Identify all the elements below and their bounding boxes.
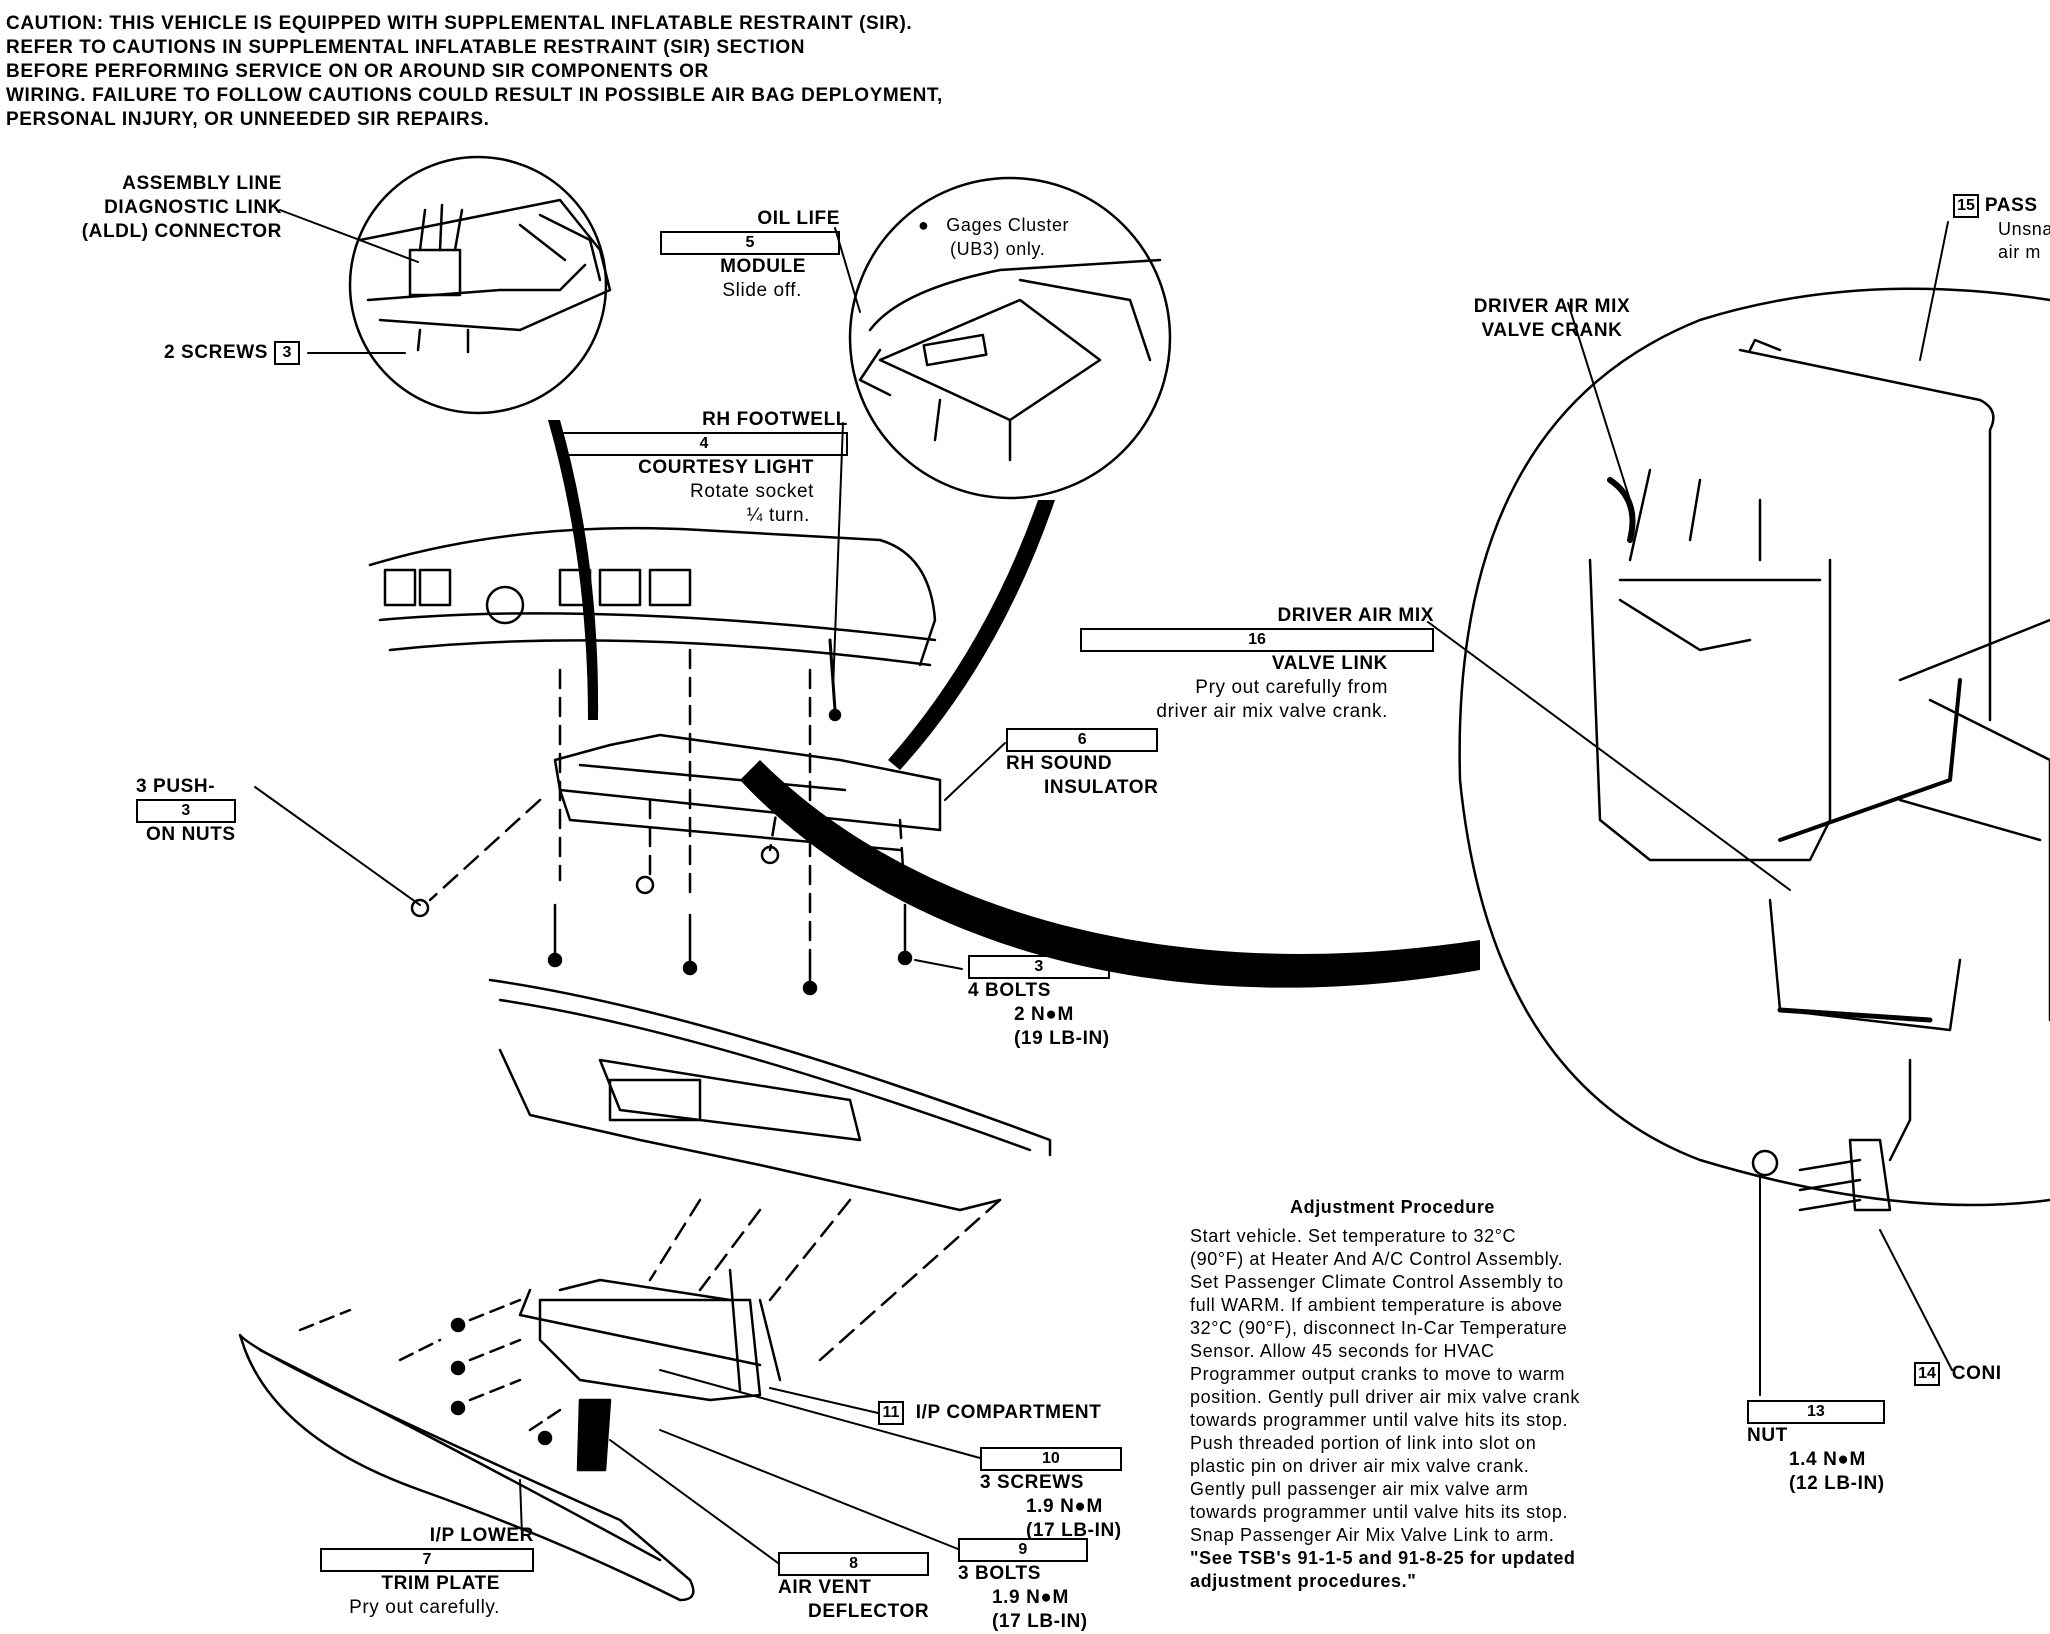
note-gages-ub3: (UB3) only.: [950, 239, 1046, 259]
callout-3-bolts: 9 3 BOLTS 1.9 N●M (17 LB-IN): [958, 1538, 1088, 1634]
callout-rh-sound-insulator: 6 RH SOUND INSULATOR: [1006, 728, 1159, 800]
ref-number: 16: [1080, 628, 1434, 652]
ref-number: 3: [136, 799, 236, 823]
ref-number: 5: [660, 231, 840, 255]
callout-rh-footwell-light: RH FOOTWELL 4 COURTESY LIGHT Rotate sock…: [560, 408, 848, 528]
air-mix-detail-circle: [1458, 287, 2050, 1207]
air-mix-detail-band: [740, 760, 1480, 988]
note-gages-cluster: ● Gages Cluster: [918, 215, 1070, 235]
ref-number: 4: [560, 432, 848, 456]
ip-lower-trim-plate: [238, 1308, 695, 1602]
ref-number: 10: [980, 1447, 1122, 1471]
adjustment-procedure-title: Adjustment Procedure: [1290, 1197, 1496, 1217]
callout-push-on-nuts: 3 PUSH- 3 ON NUTS: [136, 776, 236, 845]
ref-number: 7: [320, 1548, 534, 1572]
aldl-connector-drawing: [358, 198, 612, 354]
aldl-detail-circle: [348, 155, 608, 415]
callout-nut: 13 NUT 1.4 N●M (12 LB-IN): [1747, 1400, 1885, 1496]
sir-caution-text: CAUTION: THIS VEHICLE IS EQUIPPED WITH S…: [6, 12, 943, 132]
ref-number: 3: [968, 955, 1110, 979]
ref-number: 3: [273, 341, 300, 365]
rh-sound-insulator: [553, 733, 942, 852]
ref-number: 15: [1953, 194, 1979, 218]
callout-3-screws: 10 3 SCREWS 1.9 N●M (17 LB-IN): [980, 1447, 1122, 1543]
caution-line: CAUTION: THIS VEHICLE IS EQUIPPED WITH S…: [6, 13, 913, 34]
callout-ip-compartment: 11 I/P COMPARTMENT: [878, 1401, 1101, 1425]
callout-2-screws: 2 SCREWS 3: [164, 341, 300, 365]
callout-oil-life-module: OIL LIFE 5 MODULE Slide off.: [660, 207, 840, 303]
note-passenger-unsnap: Unsna air m: [1998, 219, 2050, 262]
callout-ip-lower-trim-plate: I/P LOWER 7 TRIM PLATE Pry out carefully…: [320, 1524, 534, 1620]
adjustment-procedure-text: Start vehicle. Set temperature to 32°C (…: [1190, 1226, 1580, 1591]
ip-compartment-assembly: [450, 978, 1052, 1472]
caution-line: WIRING. FAILURE TO FOLLOW CAUTIONS COULD…: [6, 85, 943, 106]
ref-number: 6: [1006, 728, 1159, 752]
caution-line: BEFORE PERFORMING SERVICE ON OR AROUND S…: [6, 61, 709, 82]
ref-number: 9: [958, 1538, 1088, 1562]
callout-air-vent-deflector: 8 AIR VENT DEFLECTOR: [778, 1552, 930, 1624]
upper-fasteners: [410, 638, 913, 996]
ref-number: 13: [1747, 1400, 1885, 1424]
oil-module-detail-band: [888, 500, 1055, 770]
caution-line: REFER TO CAUTIONS IN SUPPLEMENTAL INFLAT…: [6, 37, 806, 58]
callout-connector: 14 CONI: [1914, 1362, 2002, 1386]
leader-lines: [254, 209, 1953, 1564]
instrument-panel: [368, 526, 937, 667]
callout-passenger-air-mix-link: 15 PASS: [1953, 194, 2038, 218]
oil-module-detail-circle: [848, 176, 1172, 500]
callout-4-bolts: 3 4 BOLTS 2 N●M (19 LB-IN): [968, 955, 1110, 1051]
callout-driver-air-mix-valve-crank: DRIVER AIR MIX VALVE CRANK: [1473, 296, 1631, 341]
callout-aldl-connector: ASSEMBLY LINE DIAGNOSTIC LINK (ALDL) CON…: [81, 173, 282, 242]
ref-number: 11: [878, 1401, 904, 1425]
caution-line: PERSONAL INJURY, OR UNNEEDED SIR REPAIRS…: [6, 109, 490, 130]
hvac-programmer-drawing: [1588, 338, 2050, 1212]
ref-number: 8: [778, 1552, 930, 1576]
oil-life-module-drawing: [858, 258, 1162, 462]
ref-number: 14: [1914, 1362, 1940, 1386]
callout-driver-air-mix-valve-link: DRIVER AIR MIX 16 VALVE LINK Pry out car…: [1080, 604, 1434, 724]
